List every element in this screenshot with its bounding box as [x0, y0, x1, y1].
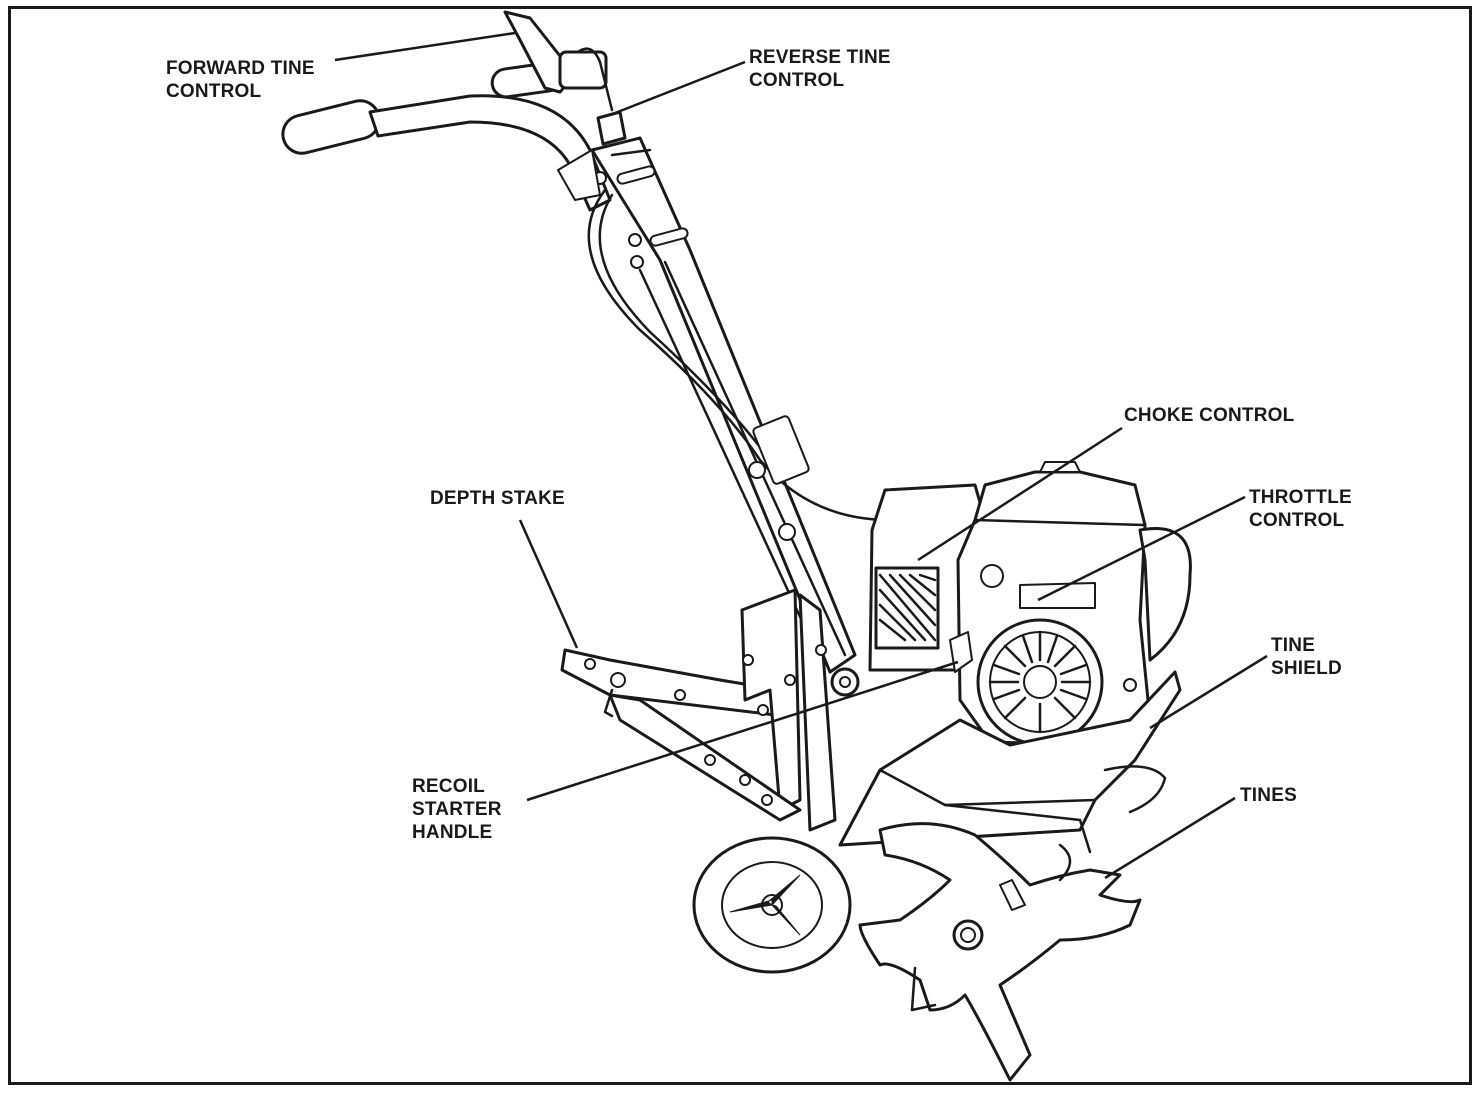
tiller-frame — [608, 588, 860, 832]
tines — [858, 765, 1167, 1082]
diagram-frame — [8, 6, 1472, 1085]
transport-wheel — [692, 836, 852, 974]
label-forward-tine-control: FORWARD TINE CONTROL — [166, 58, 315, 102]
label-recoil-starter-handle: RECOIL STARTER HANDLE — [412, 776, 502, 843]
handle-column — [557, 136, 892, 674]
depth-stake — [560, 648, 782, 718]
label-throttle-control: THROTTLE CONTROL — [1249, 487, 1352, 531]
label-tines: TINES — [1240, 785, 1297, 806]
engine — [868, 461, 1192, 747]
label-depth-stake: DEPTH STAKE — [430, 488, 565, 509]
flywheel-grille — [988, 630, 1092, 734]
label-tine-shield: TINE SHIELD — [1271, 635, 1342, 679]
label-choke-control: CHOKE CONTROL — [1124, 405, 1295, 426]
label-reverse-tine-control: REVERSE TINE CONTROL — [749, 47, 891, 91]
leader-lines — [334, 31, 1268, 880]
tine-shield — [838, 670, 1182, 854]
